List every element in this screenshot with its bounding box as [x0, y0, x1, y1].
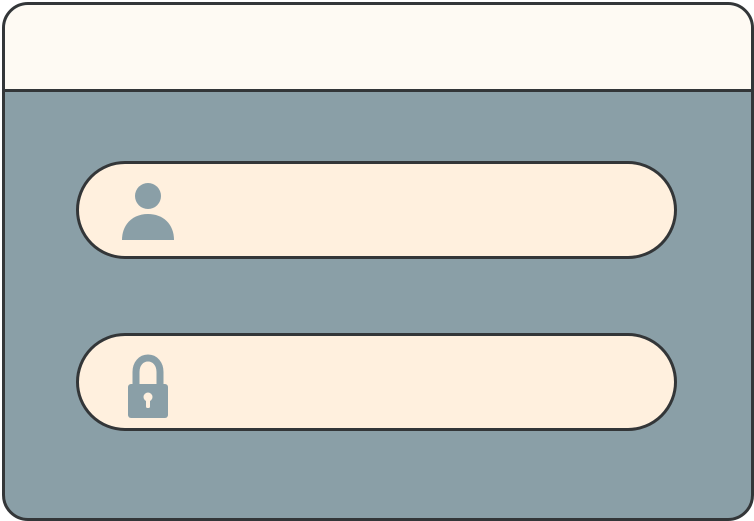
password-field[interactable] — [76, 333, 677, 431]
user-icon — [119, 182, 177, 244]
lock-icon — [119, 354, 177, 418]
username-input[interactable] — [199, 164, 639, 256]
username-field[interactable] — [76, 161, 677, 259]
title-bar — [5, 5, 751, 92]
password-input[interactable] — [199, 336, 639, 428]
